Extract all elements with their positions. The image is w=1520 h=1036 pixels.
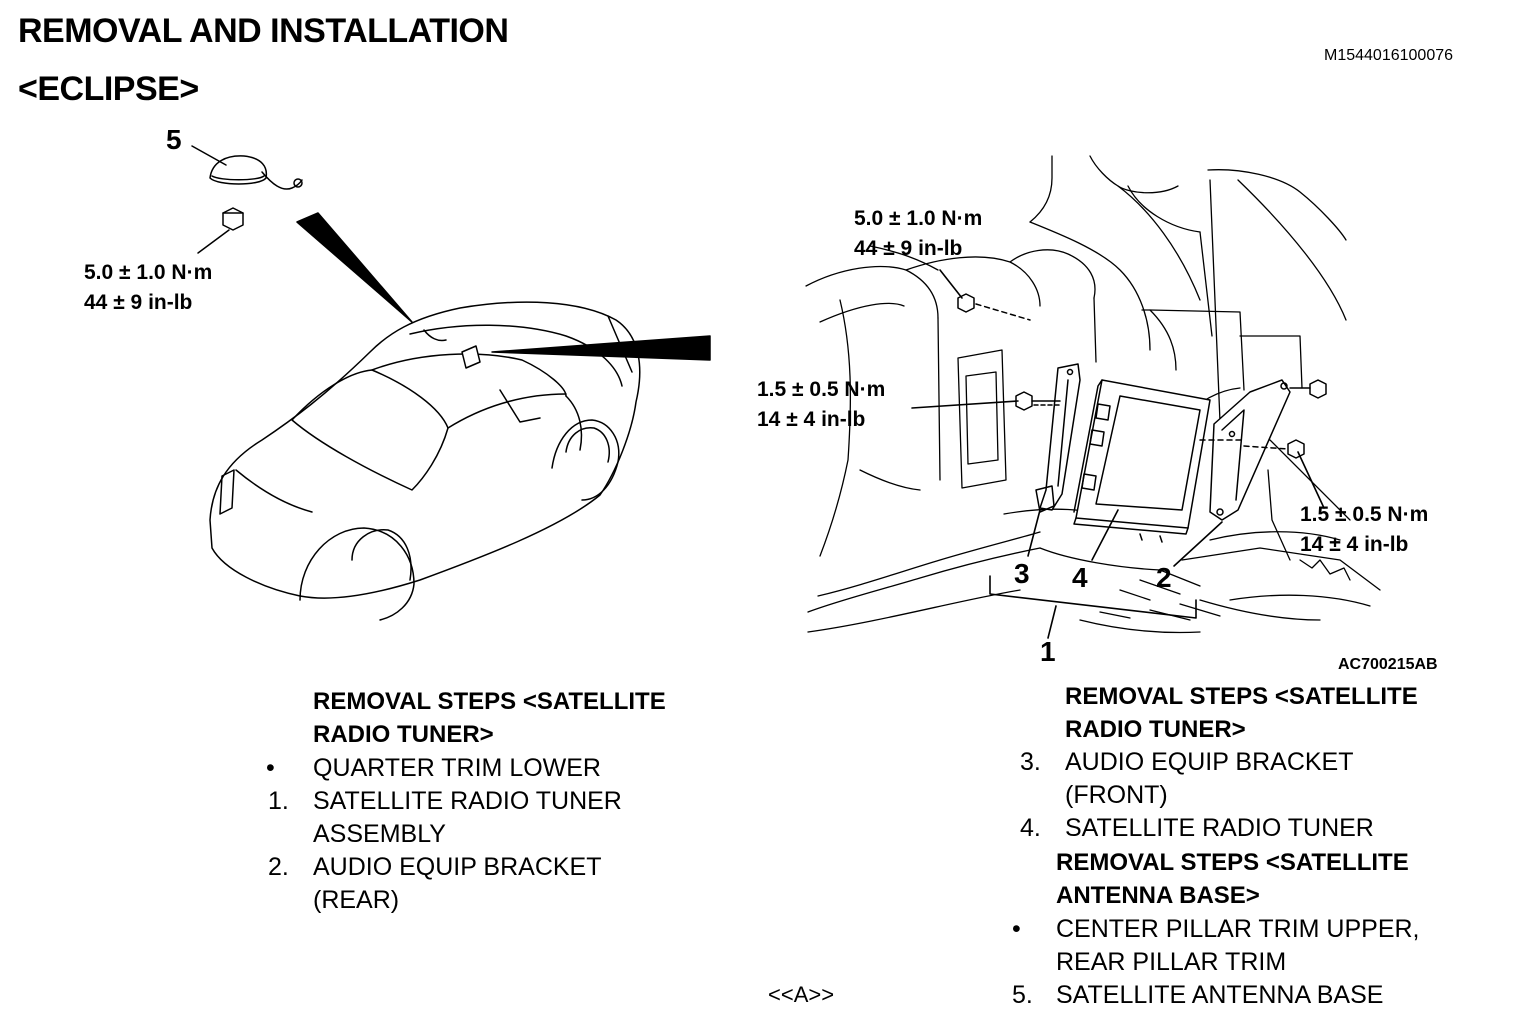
- torque-right-metric: 1.5 ± 0.5 N·m: [1300, 503, 1429, 526]
- front-bracket-drawing: [1035, 363, 1081, 513]
- step-4-line1[interactable]: SATELLITE RADIO TUNER: [1065, 814, 1374, 842]
- steps-antenna-heading-line1: REMOVAL STEPS <SATELLITE: [1056, 849, 1409, 876]
- callout-2: 2: [1156, 562, 1172, 593]
- fastener-drawing: [957, 293, 1327, 459]
- step-marker-2: 2.: [268, 853, 289, 881]
- step-1-line2[interactable]: ASSEMBLY: [313, 820, 446, 848]
- pointer-wedge-left: [296, 212, 413, 323]
- leader-lines: [911, 269, 1325, 639]
- torque-top-imperial: 44 ± 9 in-lb: [854, 237, 963, 260]
- model-subtitle: <ECLIPSE>: [18, 70, 199, 108]
- step-3-line2[interactable]: (FRONT): [1065, 781, 1168, 809]
- torque-right-imperial: 14 ± 4 in-lb: [1300, 533, 1409, 556]
- pointer-wedge-right: [491, 335, 711, 361]
- step-marker-bullet: •: [266, 754, 275, 782]
- step-2-line1[interactable]: AUDIO EQUIP BRACKET: [313, 853, 602, 881]
- steps-left-heading-line2: RADIO TUNER>: [313, 721, 494, 748]
- tuner-unit-drawing: [1073, 379, 1211, 543]
- document-id: M1544016100076: [1324, 47, 1454, 64]
- torque-antenna-metric: 5.0 ± 1.0 N·m: [84, 261, 213, 284]
- callout-1: 1: [1040, 636, 1056, 667]
- torque-antenna-imperial: 44 ± 9 in-lb: [84, 291, 193, 314]
- page-title: REMOVAL AND INSTALLATION: [18, 12, 509, 50]
- step-1-line1[interactable]: SATELLITE RADIO TUNER: [313, 787, 622, 815]
- callout-3: 3: [1014, 558, 1030, 589]
- step-5-line1[interactable]: SATELLITE ANTENNA BASE: [1056, 981, 1384, 1009]
- step-marker-bullet-antenna: •: [1012, 915, 1021, 943]
- torque-top-metric: 5.0 ± 1.0 N·m: [854, 207, 983, 230]
- steps-left-heading-line1: REMOVAL STEPS <SATELLITE: [313, 688, 666, 715]
- rear-bracket-drawing: [1209, 379, 1291, 521]
- interior-panel-drawing: [805, 155, 1381, 634]
- torque-left-imperial: 14 ± 4 in-lb: [757, 408, 866, 431]
- step-pillar-trim-line1[interactable]: CENTER PILLAR TRIM UPPER,: [1056, 915, 1420, 943]
- step-marker-3: 3.: [1020, 748, 1041, 776]
- step-marker-5: 5.: [1012, 981, 1033, 1009]
- step-2-line2[interactable]: (REAR): [313, 886, 400, 914]
- step-3-line1[interactable]: AUDIO EQUIP BRACKET: [1065, 748, 1354, 776]
- step-pillar-trim-line2[interactable]: REAR PILLAR TRIM: [1056, 948, 1287, 976]
- footnote-ref-a[interactable]: <<A>>: [768, 982, 835, 1007]
- callout-4: 4: [1072, 562, 1088, 593]
- steps-right-heading-line1: REMOVAL STEPS <SATELLITE: [1065, 683, 1418, 710]
- antenna-base-drawing: [191, 145, 303, 254]
- figure-id: AC700215AB: [1338, 656, 1438, 673]
- torque-left-metric: 1.5 ± 0.5 N·m: [757, 378, 886, 401]
- callout-5: 5: [166, 124, 182, 155]
- step-marker-1: 1.: [268, 787, 289, 815]
- steps-antenna-heading-line2: ANTENNA BASE>: [1056, 882, 1260, 909]
- step-quarter-trim-lower[interactable]: QUARTER TRIM LOWER: [313, 754, 601, 782]
- steps-right-heading-line2: RADIO TUNER>: [1065, 716, 1246, 743]
- car-drawing: [209, 301, 641, 621]
- step-marker-4: 4.: [1020, 814, 1041, 842]
